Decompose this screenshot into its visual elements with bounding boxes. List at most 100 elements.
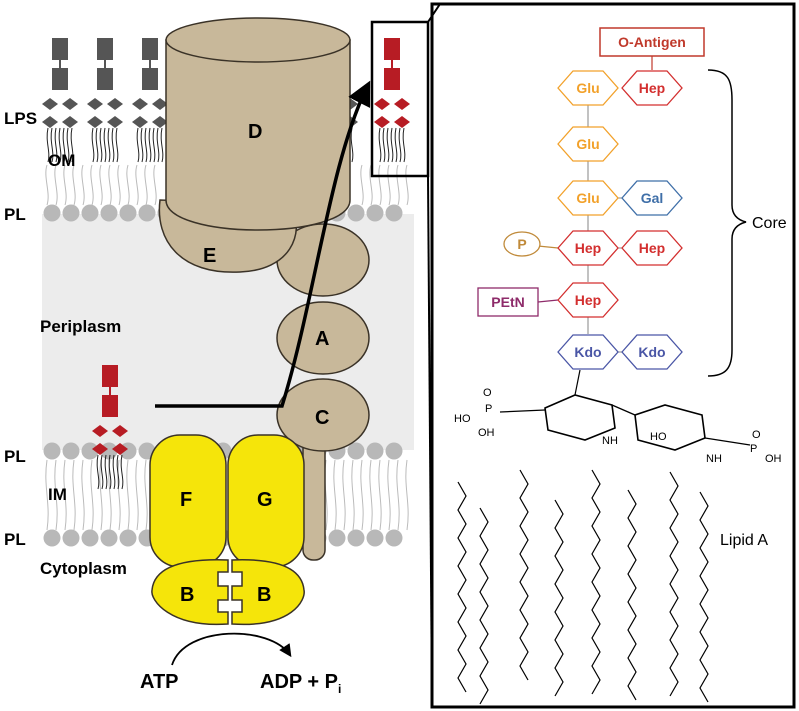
glu-sugar-3-label: Glu bbox=[576, 190, 599, 206]
acyl-chain bbox=[669, 471, 679, 697]
gal-sugar bbox=[621, 180, 683, 216]
lps-acyl-chain bbox=[96, 454, 100, 490]
lps-kdo-unit bbox=[87, 98, 103, 110]
lipid-tail bbox=[387, 459, 391, 531]
lipid-tail bbox=[351, 459, 355, 531]
oh-label-2: OH bbox=[765, 453, 782, 465]
lipid-a-label: Lipid A bbox=[720, 532, 768, 549]
lipid-a-acyl-chains bbox=[457, 469, 709, 705]
lipid-tail bbox=[99, 459, 103, 531]
phospholipid-head bbox=[100, 529, 118, 547]
pl-mid-label: PL bbox=[4, 447, 26, 466]
lps-acyl-chain bbox=[398, 127, 402, 163]
periplasm-label: Periplasm bbox=[40, 317, 121, 336]
lps-acyl-chain bbox=[148, 127, 152, 163]
lipid-tail bbox=[99, 164, 103, 206]
lipid-tail bbox=[405, 164, 409, 206]
kdo-lipid-link bbox=[574, 369, 581, 396]
lps-acyl-chain bbox=[70, 127, 74, 163]
lps-kdo-unit bbox=[394, 98, 410, 110]
lps-acyl-chain bbox=[46, 127, 50, 163]
lps-kdo-unit bbox=[132, 98, 148, 110]
lipid-tail bbox=[378, 164, 382, 206]
lipid-tail bbox=[117, 459, 121, 531]
lptc-protein bbox=[276, 378, 370, 452]
phospholipid-head bbox=[347, 442, 365, 460]
phospholipid-head bbox=[366, 442, 384, 460]
lps-molecule-inner-membrane bbox=[92, 365, 128, 490]
lps-acyl-chain bbox=[378, 127, 382, 163]
acyl-chain bbox=[457, 481, 467, 693]
pl-bottom-label: PL bbox=[4, 530, 26, 549]
kdo-sugar-left bbox=[557, 334, 619, 370]
lps-kdo-unit bbox=[152, 98, 168, 110]
acyl-chain bbox=[591, 469, 601, 695]
lps-acyl-chain bbox=[108, 454, 112, 490]
inner-membrane-label: IM bbox=[48, 485, 67, 504]
phospholipid-head bbox=[385, 442, 403, 460]
lps-acyl-chain bbox=[382, 127, 386, 163]
lps-acyl-chain bbox=[120, 454, 124, 490]
lipid-tail bbox=[153, 164, 157, 206]
lipid-tail bbox=[135, 164, 139, 206]
lps-kdo-unit bbox=[374, 98, 390, 110]
lipid-tail bbox=[54, 459, 58, 531]
lptc-label: C bbox=[315, 407, 329, 429]
lps-acyl-chain bbox=[99, 127, 103, 163]
kdo-sugar-left-label: Kdo bbox=[574, 344, 601, 360]
lipid-tail bbox=[126, 459, 130, 531]
lps-molecule-highlighted bbox=[374, 38, 410, 163]
phospholipid-head bbox=[328, 529, 346, 547]
lpta-label: A bbox=[315, 328, 329, 350]
lps-kdo-unit bbox=[107, 98, 123, 110]
phospholipid-head bbox=[43, 442, 61, 460]
lipid-tail bbox=[90, 164, 94, 206]
petn-label: PEtN bbox=[491, 294, 524, 310]
lpte-label: E bbox=[203, 245, 216, 267]
lps-core-unit bbox=[142, 68, 158, 90]
lipid-tail bbox=[90, 459, 94, 531]
lipid-tail bbox=[342, 459, 346, 531]
hep-sugar-low bbox=[557, 282, 619, 318]
glu-sugar-2-label: Glu bbox=[576, 136, 599, 152]
core-label: Core bbox=[752, 215, 787, 232]
lptd-label: D bbox=[248, 121, 262, 143]
lps-acyl-chain bbox=[350, 127, 354, 163]
lps-kdo-unit bbox=[92, 425, 108, 437]
ho-label-2: HO bbox=[650, 431, 667, 443]
lptb-left-protein bbox=[151, 559, 229, 626]
lps-acyl-chain bbox=[390, 127, 394, 163]
lipid-tail bbox=[81, 164, 85, 206]
lipid-tail bbox=[54, 164, 58, 206]
outer-membrane-label: OM bbox=[48, 151, 75, 170]
lipid-tail bbox=[378, 459, 382, 531]
inner-membrane-lipid-tails bbox=[45, 459, 409, 531]
acyl-chain bbox=[627, 489, 637, 701]
lps-acyl-chain bbox=[111, 127, 115, 163]
lipid-tail bbox=[45, 164, 49, 206]
lps-core-unit bbox=[52, 68, 68, 90]
lptb-right-protein bbox=[231, 559, 305, 626]
acyl-chain bbox=[519, 469, 529, 681]
adp-pi-label: ADP + Pi bbox=[260, 671, 341, 696]
lps-acyl-chain bbox=[104, 454, 108, 490]
lps-lipid-head bbox=[92, 443, 108, 455]
phospholipid-head bbox=[385, 204, 403, 222]
lps-acyl-chain bbox=[62, 127, 66, 163]
kdo-sugar-right bbox=[621, 334, 683, 370]
hep-sugar-mid-right bbox=[621, 230, 683, 266]
lptg-label: G bbox=[257, 489, 273, 511]
lps-acyl-chain bbox=[91, 127, 95, 163]
lipid-tail bbox=[333, 459, 337, 531]
lps-o-antigen-unit bbox=[142, 38, 158, 60]
lps-acyl-chain bbox=[136, 127, 140, 163]
phospholipid-head bbox=[43, 204, 61, 222]
phospholipid-head bbox=[138, 204, 156, 222]
lipid-tail bbox=[396, 459, 400, 531]
lipid-tail bbox=[117, 164, 121, 206]
phospholipid-head bbox=[43, 529, 61, 547]
lps-lipid-head bbox=[112, 443, 128, 455]
lipid-tail bbox=[360, 459, 364, 531]
lps-o-antigen-unit bbox=[384, 38, 400, 60]
